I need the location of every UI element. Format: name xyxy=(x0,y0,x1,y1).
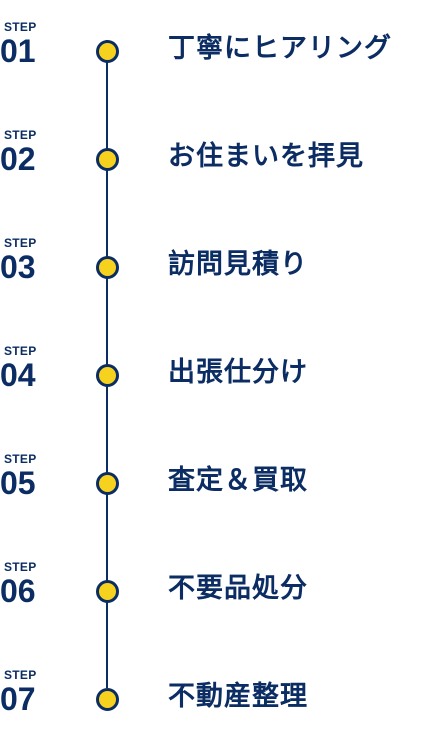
step-label: STEP xyxy=(4,128,37,142)
step-dot-icon xyxy=(96,256,119,279)
step-number: 02 xyxy=(0,141,36,177)
step-title: 丁寧にヒアリング xyxy=(168,33,392,64)
step-number: 04 xyxy=(0,357,36,393)
step-02: STEP 02 お住まいを拝見 xyxy=(0,128,422,198)
step-title: 不動産整理 xyxy=(168,681,308,712)
step-dot-icon xyxy=(96,580,119,603)
step-number: 03 xyxy=(0,249,36,285)
step-dot-icon xyxy=(96,472,119,495)
step-label: STEP xyxy=(4,668,37,682)
step-title: 不要品処分 xyxy=(168,573,308,604)
step-04: STEP 04 出張仕分け xyxy=(0,344,422,414)
step-dot-icon xyxy=(96,148,119,171)
step-title: お住まいを拝見 xyxy=(168,141,364,172)
step-title: 査定＆買取 xyxy=(168,465,308,496)
step-label: STEP xyxy=(4,236,37,250)
step-label: STEP xyxy=(4,20,37,34)
step-06: STEP 06 不要品処分 xyxy=(0,560,422,630)
step-number: 05 xyxy=(0,465,36,501)
step-dot-icon xyxy=(96,364,119,387)
step-number: 01 xyxy=(0,33,36,69)
step-07: STEP 07 不動産整理 xyxy=(0,668,422,738)
step-05: STEP 05 査定＆買取 xyxy=(0,452,422,522)
step-03: STEP 03 訪問見積り xyxy=(0,236,422,306)
step-dot-icon xyxy=(96,688,119,711)
step-label: STEP xyxy=(4,560,37,574)
step-number: 07 xyxy=(0,681,36,717)
step-01: STEP 01 丁寧にヒアリング xyxy=(0,20,422,90)
step-label: STEP xyxy=(4,452,37,466)
step-title: 出張仕分け xyxy=(168,357,308,388)
step-number: 06 xyxy=(0,573,36,609)
step-dot-icon xyxy=(96,40,119,63)
step-label: STEP xyxy=(4,344,37,358)
step-title: 訪問見積り xyxy=(168,249,308,280)
